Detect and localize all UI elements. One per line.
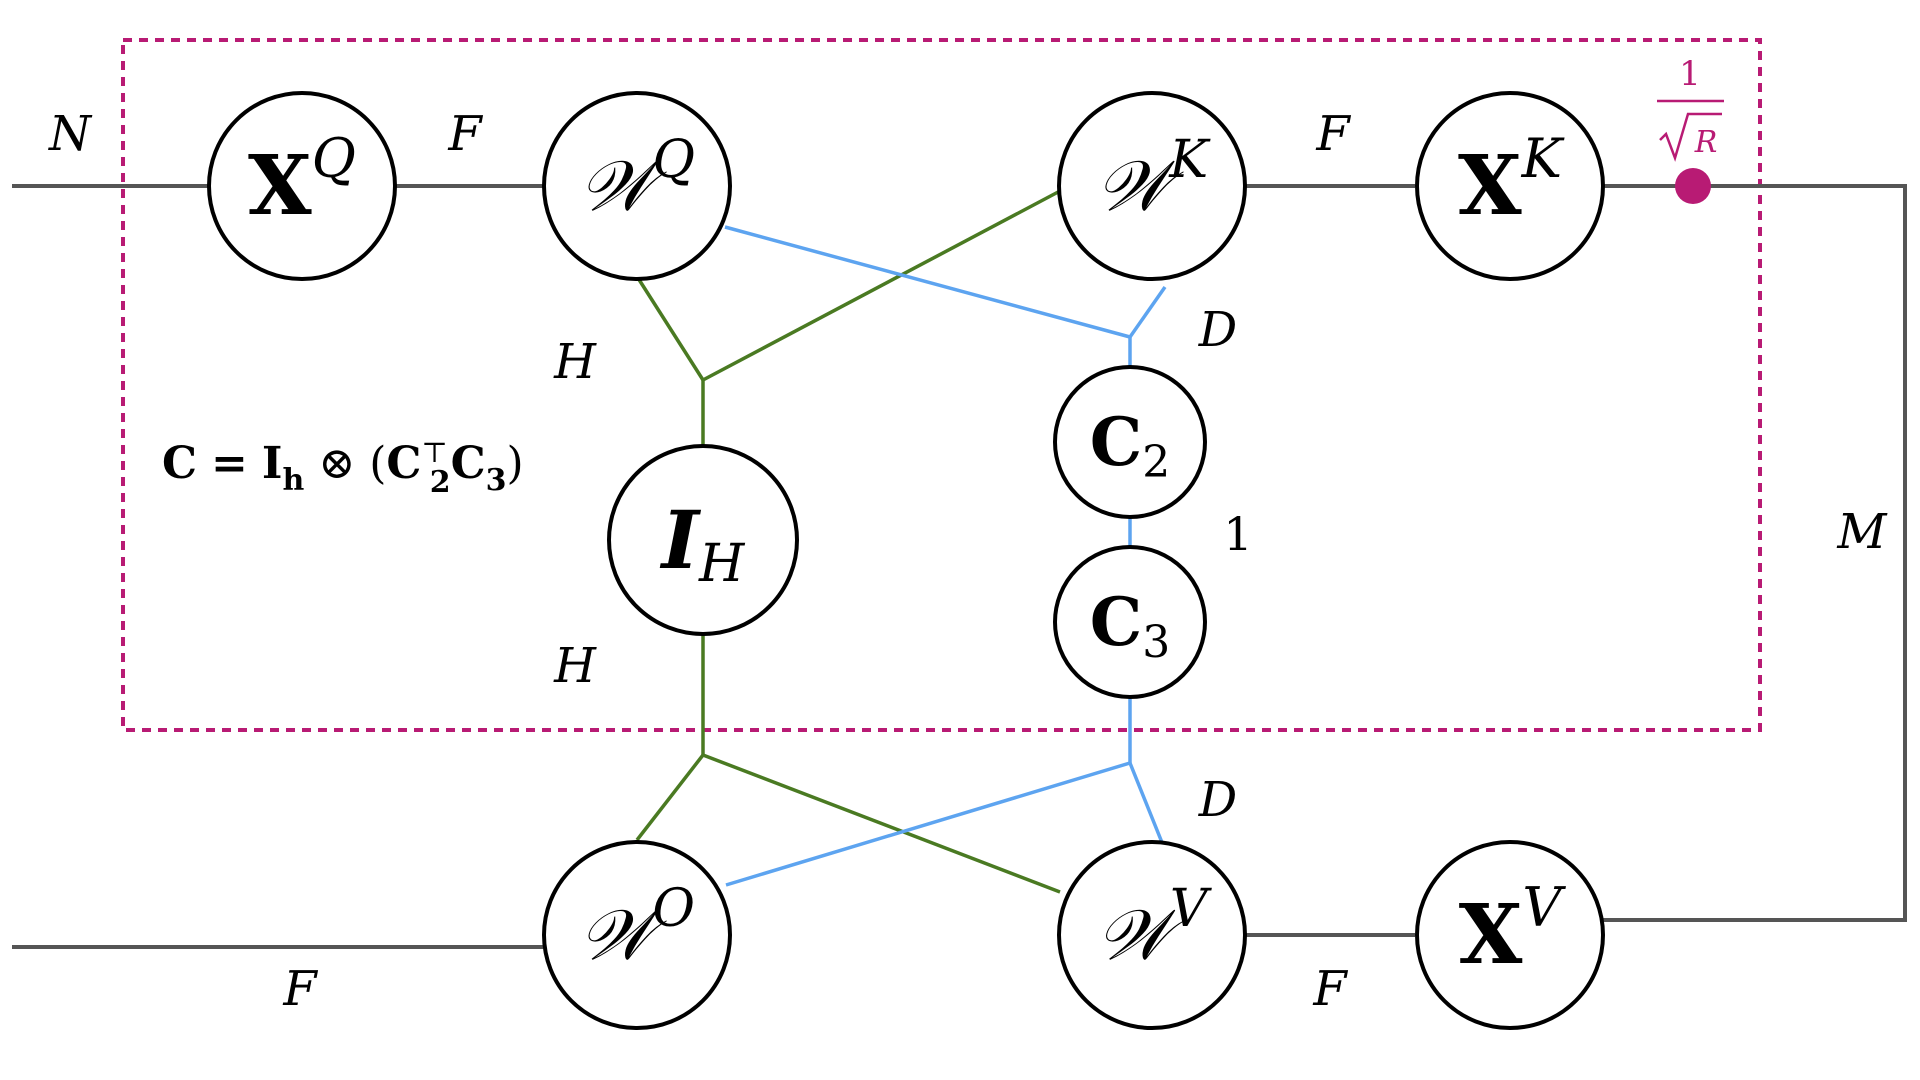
- svg-text:𝒲K: 𝒲K: [1096, 130, 1211, 227]
- svg-text:XK: XK: [1458, 127, 1565, 235]
- scale-dot: [1675, 168, 1711, 204]
- node-base: C: [1090, 403, 1143, 481]
- blue-wo: [725, 761, 1131, 887]
- node-base: X: [248, 138, 312, 234]
- label-d-bottom: D: [1198, 772, 1237, 828]
- node-circle: [1415, 840, 1605, 1030]
- node-sub: 3: [1142, 617, 1170, 668]
- node-sup: K: [1168, 130, 1211, 190]
- green-wq: [636, 277, 705, 381]
- nodes: XQ 𝒲Q 𝒲K XK IH: [207, 91, 1605, 1030]
- formula-c3-sub: 3: [486, 463, 507, 498]
- node-c3: C3: [1053, 545, 1207, 699]
- gray-wires: [12, 184, 1907, 949]
- label-one: 1: [1223, 507, 1252, 561]
- wire-m: [1602, 184, 1907, 922]
- formula-ih-sub: h: [283, 463, 305, 498]
- node-sup: V: [1170, 879, 1212, 939]
- svg-text:𝒲Q: 𝒲Q: [579, 130, 695, 227]
- node-base: X: [1458, 138, 1522, 234]
- node-base: I: [660, 493, 702, 587]
- node-circle: [1057, 840, 1247, 1030]
- node-circle: [1057, 91, 1247, 281]
- node-sup: Q: [652, 130, 695, 190]
- label-d-top: D: [1198, 302, 1237, 358]
- formula-lhs: C: [162, 438, 197, 489]
- formula: C = Ih ⊗ (C⊤2C3): [162, 436, 524, 501]
- node-sup: V: [1522, 876, 1566, 939]
- node-ih: IH: [607, 444, 799, 636]
- node-base: C: [1090, 583, 1143, 661]
- node-base: 𝒲: [1096, 145, 1184, 227]
- label-m: M: [1836, 504, 1888, 560]
- node-wk: 𝒲K: [1057, 91, 1247, 281]
- edge-labels: N F F H H D D 1 M F F: [48, 106, 1888, 1017]
- scale-factor: 1 R: [1657, 54, 1724, 162]
- scale-radicand: R: [1694, 125, 1718, 160]
- node-c2: C2: [1053, 365, 1207, 519]
- formula-rparen: ): [507, 438, 524, 489]
- node-sup: O: [652, 879, 695, 939]
- formula-otimes: ⊗: [318, 438, 355, 489]
- label-n: N: [48, 106, 93, 162]
- node-wo: 𝒲O: [542, 840, 732, 1030]
- svg-text:C = Ih ⊗: C = Ih ⊗ (C⊤2C3): [162, 436, 524, 501]
- label-f-bottom-left: F: [282, 961, 318, 1017]
- formula-eq: =: [211, 438, 248, 489]
- label-f-bottom-right: F: [1312, 961, 1348, 1017]
- label-f-top-right: F: [1315, 106, 1351, 162]
- scale-numerator: 1: [1679, 54, 1701, 94]
- svg-text:XV: XV: [1459, 876, 1567, 984]
- green-wires: [635, 189, 1061, 894]
- node-wq: 𝒲Q: [542, 91, 732, 281]
- node-circle: [1053, 545, 1207, 699]
- node-xq: XQ: [207, 91, 397, 281]
- node-xv: XV: [1415, 840, 1605, 1030]
- green-wv: [702, 753, 1061, 894]
- node-base: 𝒲: [579, 894, 667, 976]
- node-base: 𝒲: [1097, 894, 1185, 976]
- sqrt-sign: [1659, 112, 1722, 162]
- formula-c2-sup: ⊤: [421, 436, 447, 469]
- blue-wv: [1128, 762, 1165, 846]
- green-wk: [702, 189, 1061, 382]
- blue-wk: [1128, 285, 1167, 339]
- label-h-bottom: H: [553, 638, 597, 694]
- node-circle: [1415, 91, 1605, 281]
- dashed-boundary: [121, 38, 1762, 732]
- node-base: 𝒲: [579, 145, 667, 227]
- formula-ih-base: I: [262, 438, 283, 489]
- svg-text:𝒲V: 𝒲V: [1097, 879, 1212, 976]
- node-circle: [207, 91, 397, 281]
- node-xk: XK: [1415, 91, 1605, 281]
- blue-wires: [724, 225, 1167, 887]
- formula-c2-sub: 2: [430, 465, 451, 500]
- svg-text:IH: IH: [660, 493, 746, 594]
- label-f-top-left: F: [447, 106, 483, 162]
- node-circle: [1053, 365, 1207, 519]
- formula-lparen: (: [369, 438, 386, 489]
- svg-text:XQ: XQ: [248, 127, 356, 235]
- node-sup: K: [1521, 127, 1565, 190]
- node-wv: 𝒲V: [1057, 840, 1247, 1030]
- formula-c2-base: C: [386, 438, 421, 489]
- formula-c3-base: C: [451, 438, 486, 489]
- node-base: X: [1459, 887, 1523, 983]
- node-circle: [542, 840, 732, 1030]
- node-circle: [542, 91, 732, 281]
- node-sub: 2: [1142, 437, 1170, 488]
- node-circle: [607, 444, 799, 636]
- label-h-top: H: [553, 334, 597, 390]
- node-sub: H: [698, 534, 746, 594]
- green-wo: [635, 753, 705, 842]
- svg-text:C2: C2: [1090, 403, 1171, 488]
- node-sup: Q: [312, 127, 356, 190]
- blue-wq: [724, 225, 1131, 339]
- svg-text:C3: C3: [1090, 583, 1171, 668]
- svg-text:𝒲O: 𝒲O: [579, 879, 695, 976]
